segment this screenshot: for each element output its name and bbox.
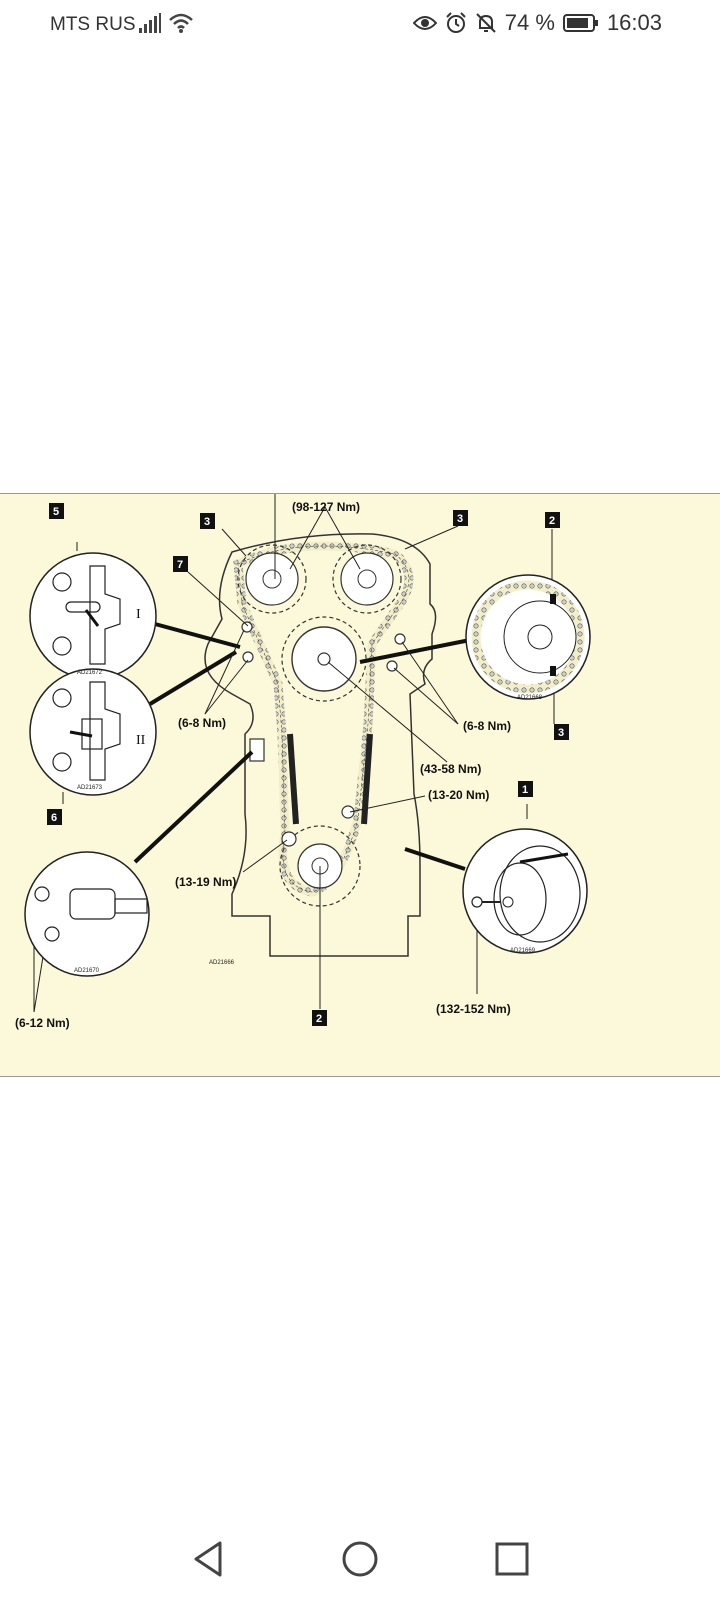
svg-text:3: 3: [204, 516, 210, 528]
ref-inset2: AD21668: [517, 695, 543, 701]
signal-icon: [139, 13, 161, 33]
home-button[interactable]: [336, 1535, 384, 1583]
torque-cam-top: (98-127 Nm): [292, 500, 360, 514]
inset-2-cam-marks: [465, 574, 591, 700]
torque-tensioner-bolts: (6-12 Nm): [15, 1016, 70, 1030]
clock: 16:03: [606, 10, 662, 35]
engine-block-outline: [204, 533, 437, 957]
svg-text:2: 2: [316, 1013, 322, 1025]
badge-3-inset: 3: [554, 724, 569, 740]
recents-square-icon: [495, 1542, 529, 1576]
badge-2-bottom: 2: [312, 1010, 327, 1026]
inset-6-tensioner-released: [29, 668, 157, 796]
svg-text:3: 3: [558, 727, 564, 739]
badge-3-right: 3: [453, 510, 468, 526]
ref-inset6: AD21673: [77, 785, 103, 791]
chain-guide-left: [287, 733, 299, 825]
idler-sprocket: [281, 616, 367, 702]
roman-i: I: [136, 607, 141, 622]
badge-1: 1: [518, 781, 533, 797]
leader-lines: [33, 494, 555, 1013]
ref-inset-tensioner: AD21670: [74, 968, 100, 974]
svg-text:3: 3: [457, 513, 463, 525]
badge-3-left: 3: [200, 513, 215, 529]
inset-5-tensioner-locked: [29, 552, 157, 680]
svg-text:6: 6: [51, 812, 57, 824]
torque-crank-bolt: (132-152 Nm): [436, 1002, 511, 1016]
torque-tensioner-pivot: (13-20 Nm): [428, 788, 489, 802]
image-viewer[interactable]: (98-127 Nm) (6-8 Nm) (6-8 Nm) (43-58 Nm)…: [0, 493, 720, 1077]
roman-ii: II: [136, 733, 146, 748]
svg-text:1: 1: [522, 784, 528, 796]
camshaft-sprocket-left: [237, 544, 307, 614]
recents-button[interactable]: [488, 1535, 536, 1583]
callout-lines: [133, 622, 471, 871]
torque-guide-left: (6-8 Nm): [178, 716, 226, 730]
home-circle-icon: [342, 1541, 378, 1577]
camshaft-sprocket-right: [332, 544, 402, 614]
badge-2-top: 2: [545, 512, 560, 528]
ref-main: AD21666: [209, 960, 235, 966]
svg-text:2: 2: [549, 515, 555, 527]
bell-muted-icon: [476, 13, 496, 33]
badge-7: 7: [173, 556, 188, 572]
wifi-icon: [169, 13, 193, 33]
torque-lower-guide: (13-19 Nm): [175, 875, 236, 889]
timing-chain-diagram: (98-127 Nm) (6-8 Nm) (6-8 Nm) (43-58 Nm)…: [15, 494, 591, 1030]
ref-inset5: AD21672: [77, 670, 103, 676]
svg-text:5: 5: [53, 506, 59, 518]
inset-1-crank-pulley: [462, 828, 588, 954]
navigation-bar: [0, 1525, 720, 1600]
badge-6: 6: [47, 809, 62, 825]
ref-inset1: AD21669: [510, 948, 536, 954]
battery-icon: [562, 14, 598, 32]
back-button[interactable]: [184, 1535, 232, 1583]
svg-text:7: 7: [177, 559, 183, 571]
back-triangle-icon: [194, 1541, 222, 1577]
torque-guide-right: (6-8 Nm): [463, 719, 511, 733]
torque-idler: (43-58 Nm): [420, 762, 481, 776]
carrier-name: MTS RUS: [50, 14, 136, 35]
inset-tensioner-bolts: [24, 851, 150, 977]
badge-5: 5: [49, 503, 64, 519]
alarm-icon: [446, 12, 466, 33]
eye-icon: [412, 16, 437, 30]
status-bar: MTS RUS 74 %: [0, 0, 720, 52]
battery-percent: 74 %: [504, 10, 555, 35]
